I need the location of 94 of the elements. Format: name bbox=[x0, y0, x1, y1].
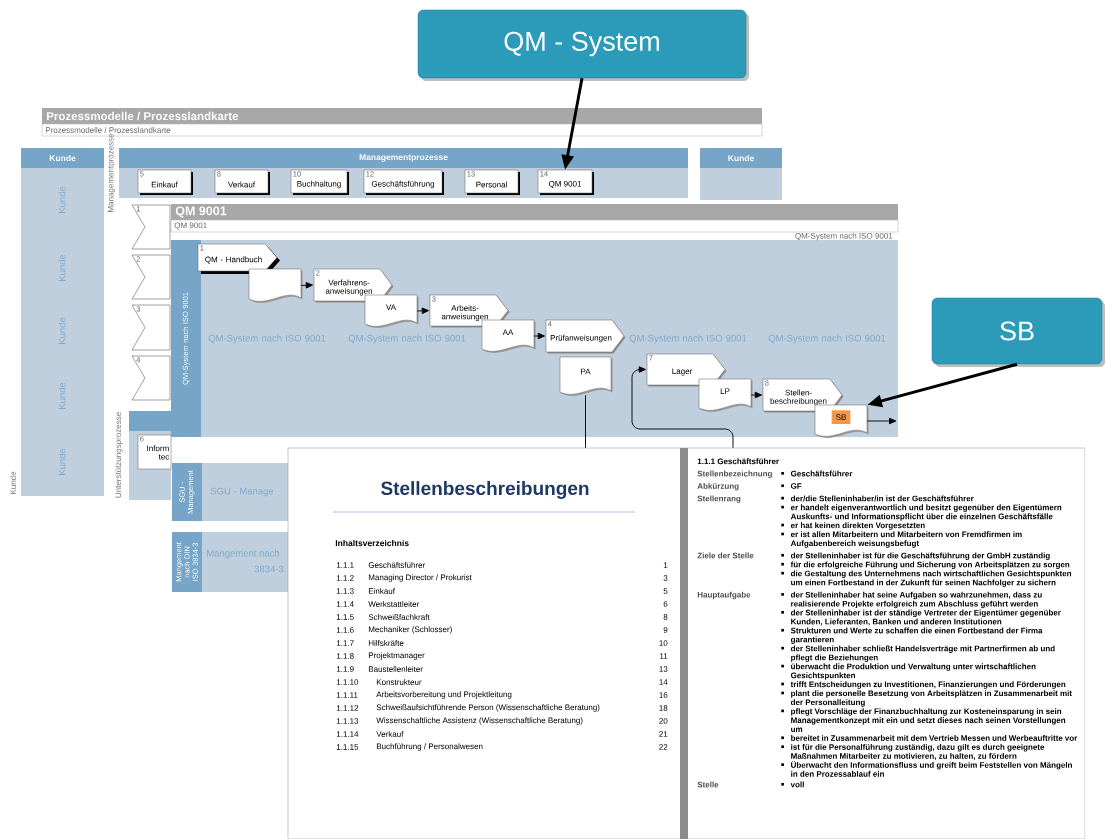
watermark-text: Kunde bbox=[58, 382, 66, 409]
node-label: Managementprozesse bbox=[359, 154, 448, 162]
bullet-item: er ist allen Mitarbeitern und Mitarbeitern von Fremdfirmen im Aufgabenbereich weisungsbefugt bbox=[790, 531, 1022, 548]
arrow bbox=[631, 366, 734, 449]
toc-page: 5 bbox=[663, 588, 668, 594]
callout-box: QM - System bbox=[417, 9, 749, 81]
toc-entry: Hilfskräfte bbox=[368, 640, 404, 646]
toc-entry: Wissenschaftliche Assistenz (Wissenschaftliche Beratung) bbox=[376, 717, 583, 725]
bullet-item: GF bbox=[790, 483, 802, 489]
title-bar: Prozessmodelle / Prozesslandkarte bbox=[42, 108, 762, 124]
toc-page: 13 bbox=[659, 666, 668, 672]
arrow bbox=[533, 332, 545, 340]
field-label: Abkürzung bbox=[697, 483, 739, 491]
toc-number: 1.1.12 bbox=[336, 705, 359, 711]
bullet-item: ist für die Personalführung zuständig, dazu gilt es durch geeignete Maßnahmen Mitarbeiter zu motivieren, zu halten, zu fördern bbox=[791, 744, 1045, 760]
toc-page: 3 bbox=[663, 575, 668, 581]
toc-number: 1.1.15 bbox=[336, 744, 359, 750]
bullet-item: der Stelleninhaber ist der ständige Vertreter der Eigentümer gegenüber Kunden, Lieferanten, Banken und anderen Institutionen bbox=[790, 609, 1061, 626]
arrow bbox=[300, 282, 313, 289]
field-label: Ziele der Stelle bbox=[697, 552, 754, 559]
toc-number: 1.1.11 bbox=[336, 692, 358, 698]
bullet-item: der Stelleninhaber ist für die Geschäftsführung der GmbH zuständig bbox=[790, 552, 1050, 560]
toc-entry: Schweißfachkraft bbox=[368, 614, 430, 620]
label: Unterstützungsprozesse bbox=[115, 412, 123, 498]
bullet-item: die Gestaltung des Unternehmens nach wirtschaftlichen Gesichtspunkten um einen Fortbestand in der Zukunft für seinen Nachfolger zu sichern bbox=[790, 570, 1072, 587]
toc-entry: Managing Director / Prokurist bbox=[368, 574, 472, 582]
bullet-item: trifft Entscheidungen zu Investitionen, Finanzierungen und Förderungen bbox=[790, 681, 1066, 689]
watermark-text: Kunde bbox=[58, 186, 66, 213]
arrow bbox=[750, 391, 762, 399]
toc-entry: Mechaniker (Schlosser) bbox=[368, 626, 452, 634]
toc-number: 1.1.1 bbox=[336, 562, 354, 568]
node-label: Kunde bbox=[49, 154, 76, 162]
toc-entry: Arbeitsvorbereitung und Projektleitung bbox=[376, 691, 512, 699]
toc-page: 20 bbox=[659, 718, 668, 724]
watermark-text: Kunde bbox=[58, 448, 66, 475]
toc-entry: Buchführung / Personalwesen bbox=[376, 743, 483, 751]
toc-page: 11 bbox=[660, 653, 668, 659]
toc-number: 1.1.8 bbox=[336, 653, 354, 659]
bullet-item: Geschäftsführer bbox=[790, 470, 853, 477]
toc-entry: Konstrukteur bbox=[376, 679, 422, 685]
arrow bbox=[416, 307, 429, 315]
toc-entry: Schweißaufsichtführende Person (Wissenschaftliche Beratung) bbox=[376, 704, 600, 712]
toc-number: 1.1.9 bbox=[336, 666, 354, 672]
toc-page: 1 bbox=[663, 562, 668, 568]
field-label: Hauptaufgabe bbox=[697, 591, 751, 600]
toc-number: 1.1.5 bbox=[336, 614, 354, 620]
watermark-text: 3834-3 bbox=[254, 565, 284, 573]
toc-entry: Verkauf bbox=[376, 731, 404, 737]
field-label: Stellenrang bbox=[697, 495, 741, 503]
toc-page: 9 bbox=[663, 627, 668, 633]
toc-number: 1.1.4 bbox=[336, 601, 354, 607]
toc-entry: Werkstattleiter bbox=[368, 601, 420, 607]
document-shape bbox=[248, 268, 303, 303]
toc-number: 1.1.10 bbox=[336, 679, 359, 685]
section-heading: 1.1.1 Geschäftsführer bbox=[697, 458, 779, 465]
toc-number: 1.1.3 bbox=[336, 588, 354, 594]
bullet-item: bereitet in Zusammenarbeit mit dem Vertrieb Messen und Werbeauftritte vor bbox=[791, 735, 1078, 741]
toc-number: 1.1.6 bbox=[336, 627, 354, 633]
watermark-text: Kunde bbox=[58, 317, 66, 344]
toc-entry: Projektmanager bbox=[368, 652, 425, 660]
field-label: Stelle bbox=[697, 781, 719, 788]
arrow bbox=[866, 417, 897, 425]
label: Managementprozesse bbox=[107, 133, 116, 212]
watermark-text: SGU - Manage bbox=[210, 487, 274, 497]
toc-page: 14 bbox=[659, 679, 668, 685]
toc-page: 8 bbox=[663, 614, 668, 620]
toc-page: 6 bbox=[663, 601, 668, 607]
bullet-item: für die erfolgreiche Führung und Sicherung von Arbeitsplätzen zu sorgen bbox=[790, 561, 1070, 569]
toc-number: 1.1.13 bbox=[336, 718, 359, 724]
title-bar: QM 9001 bbox=[171, 204, 898, 220]
bullet-item: pflegt Vorschläge der Finanzbuchhaltung zur Kosteneinsparung in sein Managementkonzept mit ein und setzt dieses nach seinen Vorstellungen um bbox=[791, 708, 1066, 732]
toc-number: 1.1.7 bbox=[336, 640, 354, 646]
bullet-item: der/die Stelleninhaber/in ist der Geschäftsführer bbox=[790, 495, 974, 502]
toc-page: 10 bbox=[659, 640, 668, 646]
watermark-text: Kunde bbox=[58, 254, 66, 281]
toc-entry: Geschäftsführer bbox=[368, 562, 426, 568]
label: QM-System nach ISO 9001 bbox=[795, 232, 893, 241]
toc-number: 1.1.14 bbox=[336, 731, 359, 737]
bullet-item: voll bbox=[790, 781, 804, 788]
toc-page: 18 bbox=[659, 705, 668, 711]
lane-column: Kunde bbox=[700, 148, 782, 200]
node-label: Kunde bbox=[728, 154, 754, 162]
callout-box: SB bbox=[931, 297, 1105, 367]
toc-number: 1.1.2 bbox=[336, 575, 354, 581]
toc-page: 21 bbox=[659, 731, 668, 737]
watermark-text: Mangement nach bbox=[207, 549, 279, 559]
document-title: Stellenbeschreibungen bbox=[381, 481, 589, 499]
toc-entry: Einkauf bbox=[368, 588, 395, 594]
toc-entry: Baustellenleiter bbox=[368, 666, 423, 672]
toc-page: 22 bbox=[659, 744, 668, 750]
bullet-item: er hat keinen direkten Vorgesetzten bbox=[790, 522, 925, 530]
section-heading: Inhaltsverzeichnis bbox=[335, 539, 409, 547]
field-label: Stellenbezeichnung bbox=[697, 470, 772, 479]
toc-page: 16 bbox=[659, 692, 668, 698]
